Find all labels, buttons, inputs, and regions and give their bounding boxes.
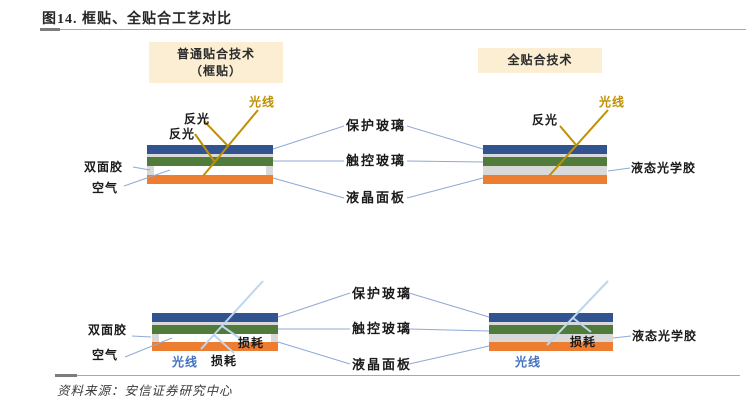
br-loss-label: 损耗 [570,335,597,349]
header-ordinary-line2: （框贴） [189,64,242,78]
bottom-protective-glass-label: 保护玻璃 [352,286,413,301]
tr-lcd-panel-layer [483,175,607,184]
tr-incident-ray [548,109,609,177]
br-touch-glass-layer [489,325,613,334]
tl-air-gap [147,166,273,175]
tl-protective-glass-layer [147,145,273,154]
tr-protective-glass-connector [406,125,484,150]
bl-light-ray-label: 光线 [172,355,199,369]
bl-protective-glass-connector [277,292,351,318]
br-light-ray-label: 光线 [515,355,542,369]
title-rule [40,29,746,30]
tl-lcd-panel-connector [272,177,345,199]
tl-reflection-ray-2 [194,133,215,162]
bl-loss-label-2: 损耗 [211,354,238,368]
tr-oca-connector [607,167,631,172]
bl-touch-glass-layer [152,325,278,334]
tr-adhesive-strip [483,154,607,157]
br-oca-connector [612,335,632,339]
tl-tape-block-left [147,166,154,175]
tr-liquid-oca-layer [483,166,607,175]
figure-title: 图14. 框贴、全贴合工艺对比 [42,12,232,27]
br-lcd-panel-connector [408,345,490,365]
source-note: 资料来源：安信证券研究中心 [57,384,233,398]
br-liquid-oca-label: 液态光学胶 [632,329,698,343]
tr-reflection-ray [559,125,578,147]
bl-emitted-ray [200,280,264,350]
header-full-lamination: 全贴合技术 [478,48,602,73]
tl-protective-glass-connector [272,125,345,150]
title-rule-accent [40,28,60,31]
br-touch-glass-connector [408,328,490,332]
tl-touch-glass-layer [147,157,273,166]
bl-protective-glass-layer [152,313,278,322]
tl-reflection-label-2: 反光 [169,127,196,141]
br-loss-ray [572,317,592,333]
bl-loss-ray-1 [221,325,249,345]
tl-reflection-label-1: 反光 [184,112,211,126]
tr-light-ray-label: 光线 [599,95,626,109]
bottom-touch-glass-label: 触控玻璃 [352,321,413,336]
bl-loss-label-1: 损耗 [238,336,265,350]
tl-lcd-panel-layer [147,175,273,184]
header-full-label: 全贴合技术 [507,53,573,67]
bl-lcd-panel-layer [152,342,278,351]
tr-touch-glass-connector [406,160,484,163]
tr-protective-glass-layer [483,145,607,154]
top-lcd-panel-label: 液晶面板 [346,190,407,205]
bottom-lcd-panel-label: 液晶面板 [352,357,413,372]
br-adhesive-strip [489,322,613,325]
tl-reflection-ray-1 [203,120,229,147]
bl-air-connector [124,337,173,358]
bl-tape-connector [131,335,152,338]
bl-loss-ray-2 [213,334,235,354]
br-protective-glass-layer [489,313,613,322]
tr-lcd-panel-connector [406,177,484,199]
tr-touch-glass-layer [483,157,607,166]
tl-air-label: 空气 [92,181,119,195]
tl-light-ray-label: 光线 [249,95,276,109]
bl-tape-block-right [271,334,278,342]
br-lcd-panel-layer [489,342,613,351]
bl-double-sided-tape-label: 双面胶 [88,323,128,337]
bl-air-gap [152,334,278,342]
br-liquid-oca-layer [489,334,613,342]
tl-tape-block-right [266,166,273,175]
bl-lcd-panel-connector [277,341,351,365]
tl-tape-connector [132,166,151,171]
bl-tape-block-left [152,334,159,342]
footer-rule-accent [55,374,77,377]
tl-air-connector [123,169,171,187]
header-ordinary-lamination: 普通贴合技术 （框贴） [149,42,283,83]
br-emitted-ray [546,280,609,346]
footer-rule [55,375,740,376]
bl-air-label: 空气 [92,348,119,362]
header-ordinary-line1: 普通贴合技术 [176,47,255,61]
tl-incident-ray [202,109,259,177]
br-protective-glass-connector [408,292,490,318]
tr-reflection-label: 反光 [532,113,559,127]
top-touch-glass-label: 触控玻璃 [346,153,407,168]
top-protective-glass-label: 保护玻璃 [346,118,407,133]
tr-liquid-oca-label: 液态光学胶 [631,161,697,175]
tl-double-sided-tape-label: 双面胶 [84,160,124,174]
bl-adhesive-strip [152,322,278,325]
